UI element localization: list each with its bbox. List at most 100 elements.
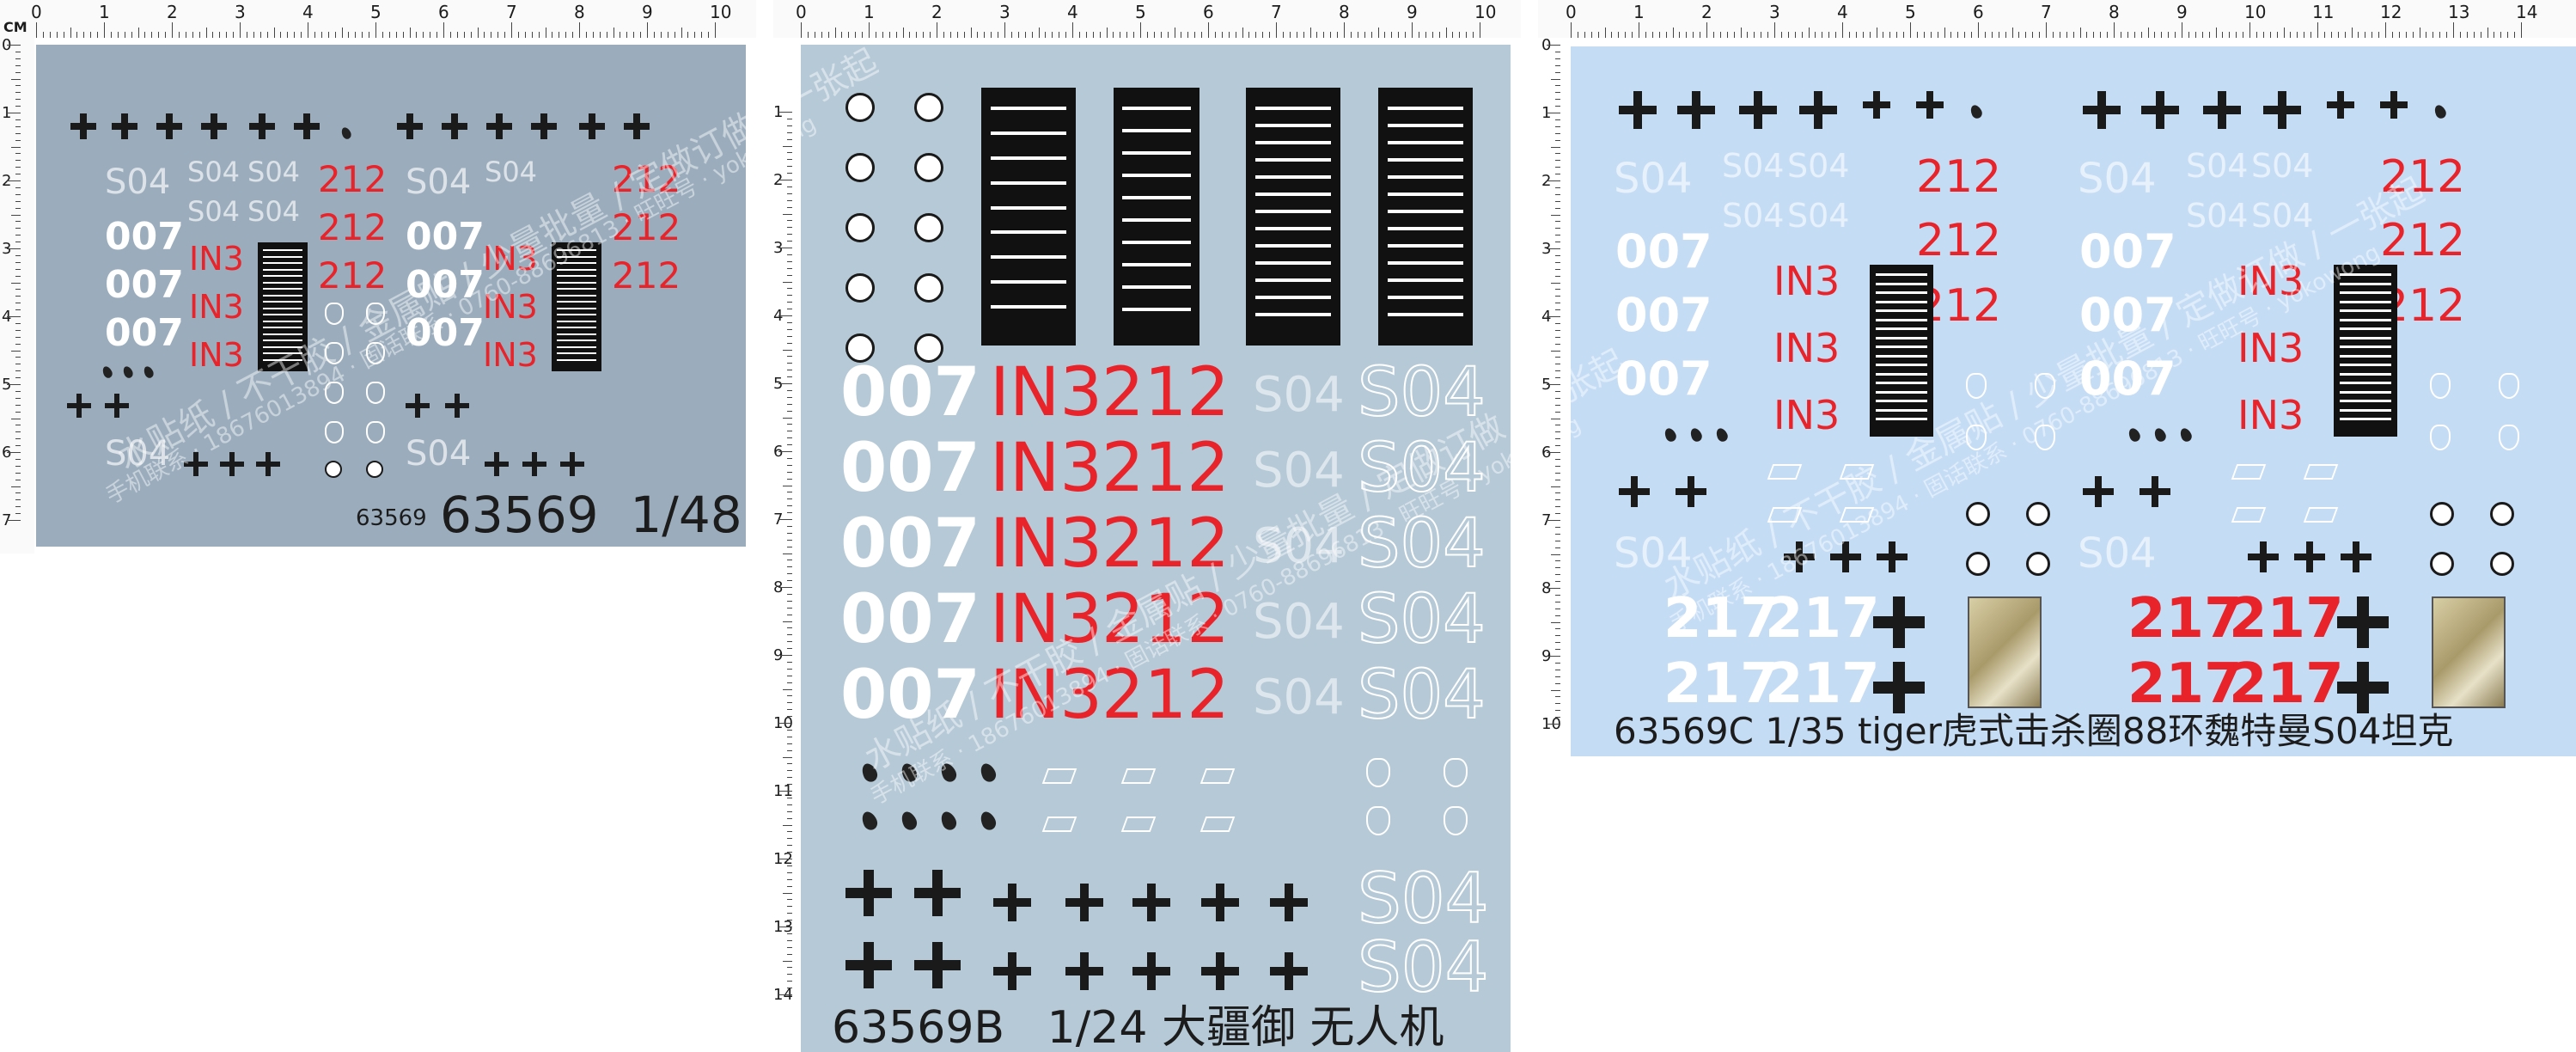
ruler-tick-label: 13 (2448, 2, 2470, 22)
ruler-tick (1604, 28, 1606, 38)
ruler-tick (2133, 32, 2135, 38)
ruler-tick (280, 32, 282, 38)
skull-icon (2026, 552, 2050, 576)
ruler-tick (787, 321, 792, 323)
strip-band (1876, 364, 1927, 366)
ruler-tick (787, 525, 792, 527)
ruler-tick (787, 173, 792, 174)
ruler-tick (402, 32, 404, 38)
strip-band (991, 156, 1066, 160)
ruler-tick-label: 5 (2, 377, 11, 393)
ruler-tick (787, 498, 792, 500)
strip-band (1122, 107, 1191, 110)
ruler-tick (1555, 465, 1560, 467)
ruler-tick (2175, 32, 2176, 38)
ruler-tick (2514, 32, 2516, 38)
ruler-tick (314, 32, 315, 38)
ruler-tick (1153, 32, 1155, 38)
strip-band (1388, 124, 1463, 127)
ruler-tick (15, 390, 21, 392)
ruler-tick (599, 32, 601, 38)
strip-band (1122, 129, 1191, 132)
ruler-tick (1126, 32, 1128, 38)
ruler-tick (787, 695, 792, 697)
ruler-tick (787, 607, 792, 609)
ruler-tick (1584, 32, 1585, 38)
ruler-unit: CM (3, 19, 27, 35)
strip-band (1122, 218, 1191, 222)
ruler-tick (1038, 28, 1040, 38)
ruler-tick (1547, 248, 1560, 249)
ruler-tick (212, 32, 214, 38)
ruler-tick (2018, 32, 2020, 38)
ruler-tick (1555, 574, 1560, 576)
ruler-tick (137, 28, 139, 38)
ruler-tick (787, 424, 792, 425)
ruler-tick (1618, 32, 1620, 38)
ruler-tick (15, 58, 21, 59)
ruler-tick (1555, 682, 1560, 684)
cross-icon (2380, 91, 2408, 119)
ruler-tick (787, 899, 792, 901)
ruler-tick (2487, 28, 2488, 38)
ruler-tick (783, 960, 792, 962)
strip-band (1122, 241, 1191, 244)
ruler-tick (2290, 32, 2292, 38)
decal-s04: S04 (1614, 529, 1693, 578)
decal-s04: S04 (105, 434, 171, 474)
ruler-tick-label: 1 (99, 2, 110, 22)
skull-icon (845, 333, 875, 363)
ruler-tick (2323, 32, 2325, 38)
strip-band (1388, 141, 1463, 144)
ruler-tick (2066, 32, 2067, 38)
ruler-tick (1445, 28, 1447, 38)
ruler-tick (15, 458, 21, 460)
ruler-tick (943, 32, 944, 38)
cross-icon (2337, 596, 2389, 648)
ruler-tick-label: 8 (1339, 2, 1350, 22)
ruler-tick (626, 32, 628, 38)
ruler-tick (787, 939, 792, 941)
ruler-tick (1555, 533, 1560, 535)
skull-icon (845, 273, 875, 303)
ruler-tick (801, 22, 802, 38)
ruler-tick (1555, 513, 1560, 515)
decal-007: 007 (105, 263, 184, 307)
ruler-tick (1303, 32, 1304, 38)
ruler-tick (585, 32, 587, 38)
cross-icon (2203, 91, 2241, 129)
ruler-tick (362, 32, 363, 38)
strip-band (262, 268, 303, 271)
decal-s04: S04 (187, 156, 241, 188)
cross-icon (1873, 596, 1925, 648)
ruler-tick (2086, 32, 2088, 38)
ruler-tick (783, 145, 792, 147)
ruler-tick (778, 587, 792, 588)
ruler-tick (15, 254, 21, 256)
cross-icon (1619, 476, 1650, 507)
ruler-tick (778, 315, 792, 316)
cross-icon (2263, 91, 2301, 129)
decal-212: 212 (1102, 354, 1230, 431)
ruler-tick (15, 357, 21, 358)
ruler-tick (2310, 32, 2312, 38)
strip-band (262, 249, 303, 251)
ruler-tick (778, 723, 792, 724)
ruler-tick (1555, 390, 1560, 392)
ruler-tick (531, 32, 533, 38)
decal-s04: S04 (2078, 529, 2157, 578)
strip-band (1388, 261, 1463, 265)
cross-icon (67, 394, 91, 418)
decal-in3: IN3 (1773, 258, 1840, 304)
ruler-tick (855, 32, 857, 38)
ruler-tick (909, 32, 911, 38)
ruler-tick (192, 32, 193, 38)
ruler-tick (1645, 32, 1646, 38)
ruler-tick (1551, 214, 1560, 216)
ruler-tick (1747, 32, 1749, 38)
ruler-tick (1555, 296, 1560, 297)
flame-icon (2433, 103, 2448, 120)
skull-icon (845, 93, 875, 122)
ruler-tick (862, 32, 864, 38)
ruler-tick (882, 32, 883, 38)
